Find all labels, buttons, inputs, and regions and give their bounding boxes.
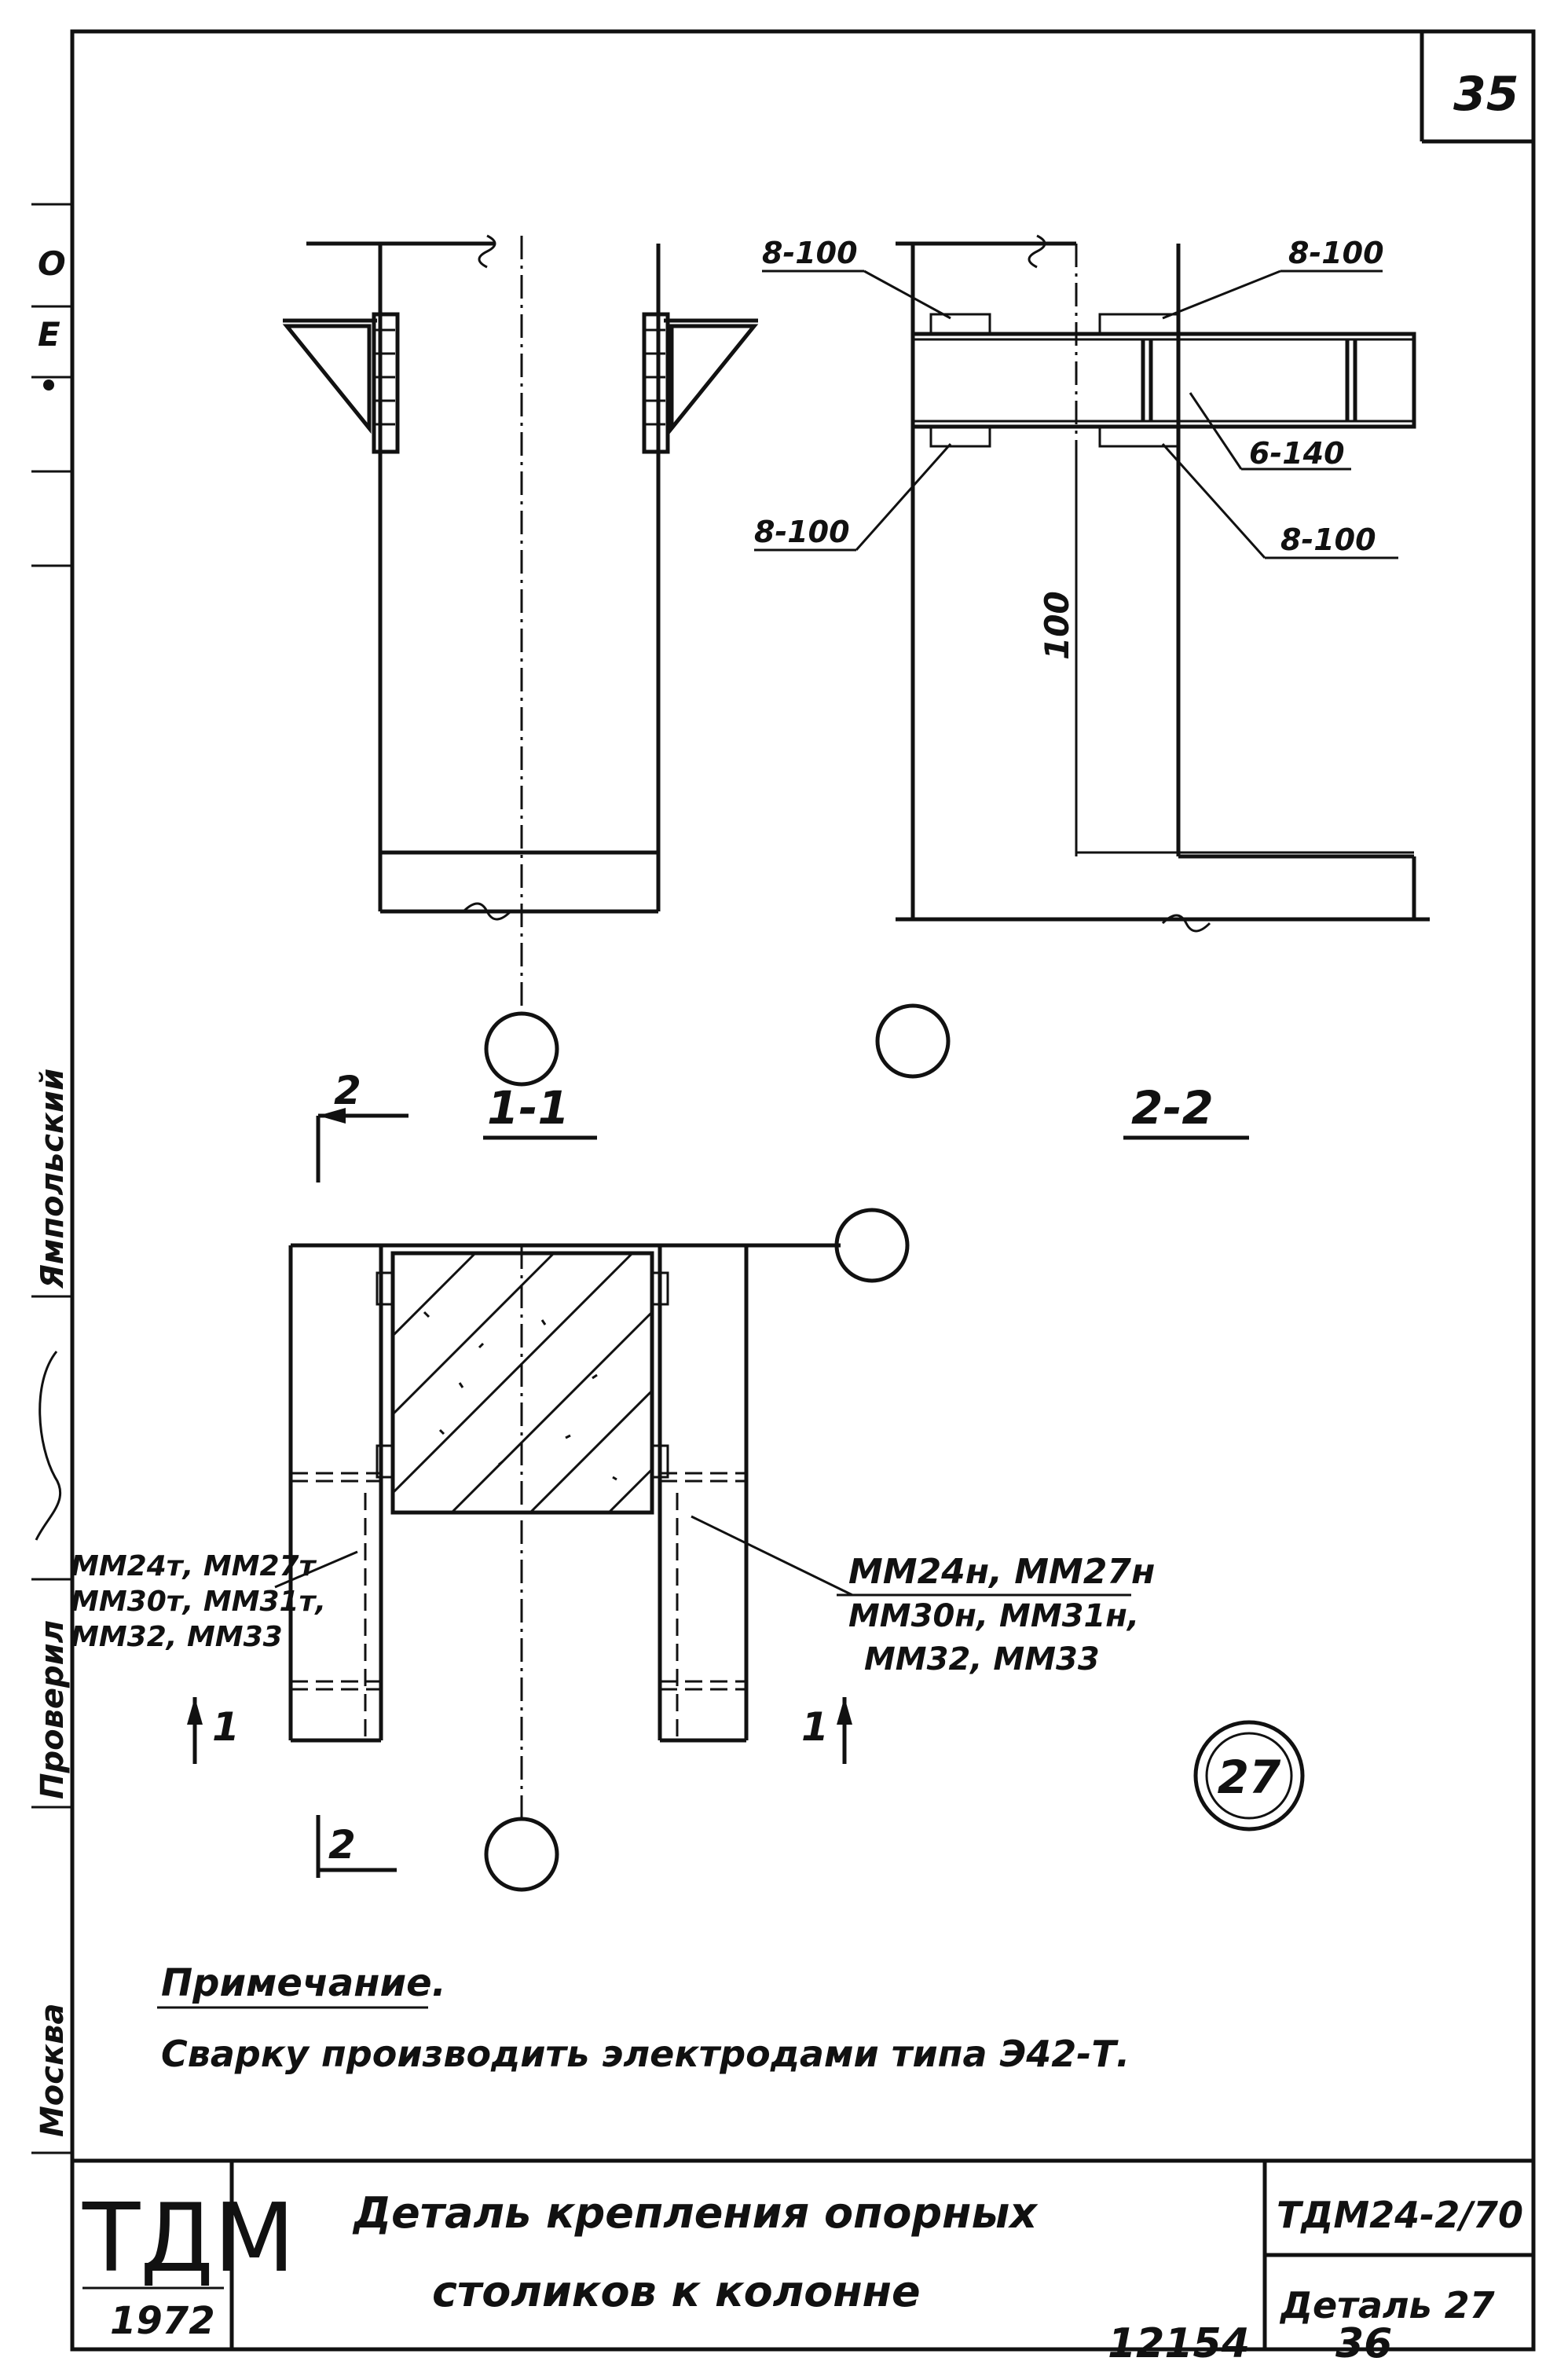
title-block-detail: Деталь 27	[1279, 2284, 1495, 2326]
view-1-1: 1-1	[282, 234, 759, 1140]
title-block-logo: ТДМ	[82, 2184, 295, 2294]
callout-left-line-1: ММ24т, ММ27т	[71, 1550, 317, 1582]
callout-right-line-1: ММ24н, ММ27н	[848, 1552, 1155, 1592]
weld-label-top-right: 8-100	[1288, 236, 1384, 270]
weld-label-vertical: 6-140	[1249, 436, 1345, 471]
cut-marks	[187, 1108, 852, 1878]
callout-right-line-3: ММ32, ММ33	[864, 1641, 1100, 1678]
note-text: Сварку производить электродами типа Э42-…	[161, 2033, 1130, 2075]
callout-left-line-3: ММ32, ММ33	[71, 1621, 283, 1653]
title-block-code: ТДМ24-2/70	[1277, 2194, 1523, 2236]
weld-label-bottom-right: 8-100	[1280, 522, 1376, 557]
axis-bubble-3	[834, 1208, 910, 1283]
title-block-year: 1972	[110, 2299, 215, 2343]
section-label-1-1: 1-1	[487, 1081, 570, 1135]
axis-bubble-2	[875, 1003, 951, 1079]
height-dimension: 100	[1038, 591, 1076, 660]
cut-mark-left-1: 1	[212, 1704, 240, 1750]
margin-mark-2: Е	[38, 315, 60, 354]
view-2-2: 100 8-100 8-100 8-100 8-100 6-140 2-2	[754, 234, 1430, 1140]
sidebar-name-label: Ямпольский	[35, 1069, 71, 1289]
left-margin-strip: О Е Ямпольский Проверил Москва	[31, 203, 72, 2154]
sidebar-city-label: Москва	[35, 2004, 71, 2137]
bottom-number-2: 36	[1335, 2320, 1392, 2367]
margin-mark-1: О	[38, 244, 66, 283]
sheet-frame	[70, 29, 1536, 2352]
axis-bubble-4	[484, 1817, 559, 1892]
title-block-title-line-2: столиков к колонне	[432, 2267, 921, 2316]
page-number: 35	[1453, 67, 1519, 122]
weld-label-bottom-left: 8-100	[754, 515, 850, 549]
callout-right-line-2: ММ30н, ММ31н,	[848, 1598, 1139, 1634]
cut-mark-bottom-2: 2	[328, 1822, 356, 1868]
signature-mark	[35, 1351, 62, 1541]
cut-mark-right-1: 1	[801, 1704, 829, 1750]
weld-label-top-left: 8-100	[762, 236, 858, 270]
note-heading: Примечание.	[161, 1961, 446, 2005]
callout-left-line-2: ММ30т, ММ31т,	[71, 1586, 326, 1618]
margin-dot-icon	[43, 380, 54, 390]
detail-circle-outer	[1193, 1720, 1305, 1832]
detail-number: 27	[1218, 1751, 1281, 1804]
axis-bubble-1	[484, 1011, 559, 1087]
title-block	[72, 2158, 1533, 2349]
detail-circle-inner	[1205, 1732, 1293, 1820]
section-label-2-2: 2-2	[1131, 1081, 1214, 1135]
title-block-title-line-1: Деталь крепления опорных	[352, 2188, 1039, 2238]
plan-view	[274, 1208, 1131, 1892]
cut-mark-top-2: 2	[334, 1068, 361, 1113]
bottom-number-1: 12154	[1108, 2320, 1250, 2367]
sidebar-checked-label: Проверил	[35, 1620, 71, 1799]
